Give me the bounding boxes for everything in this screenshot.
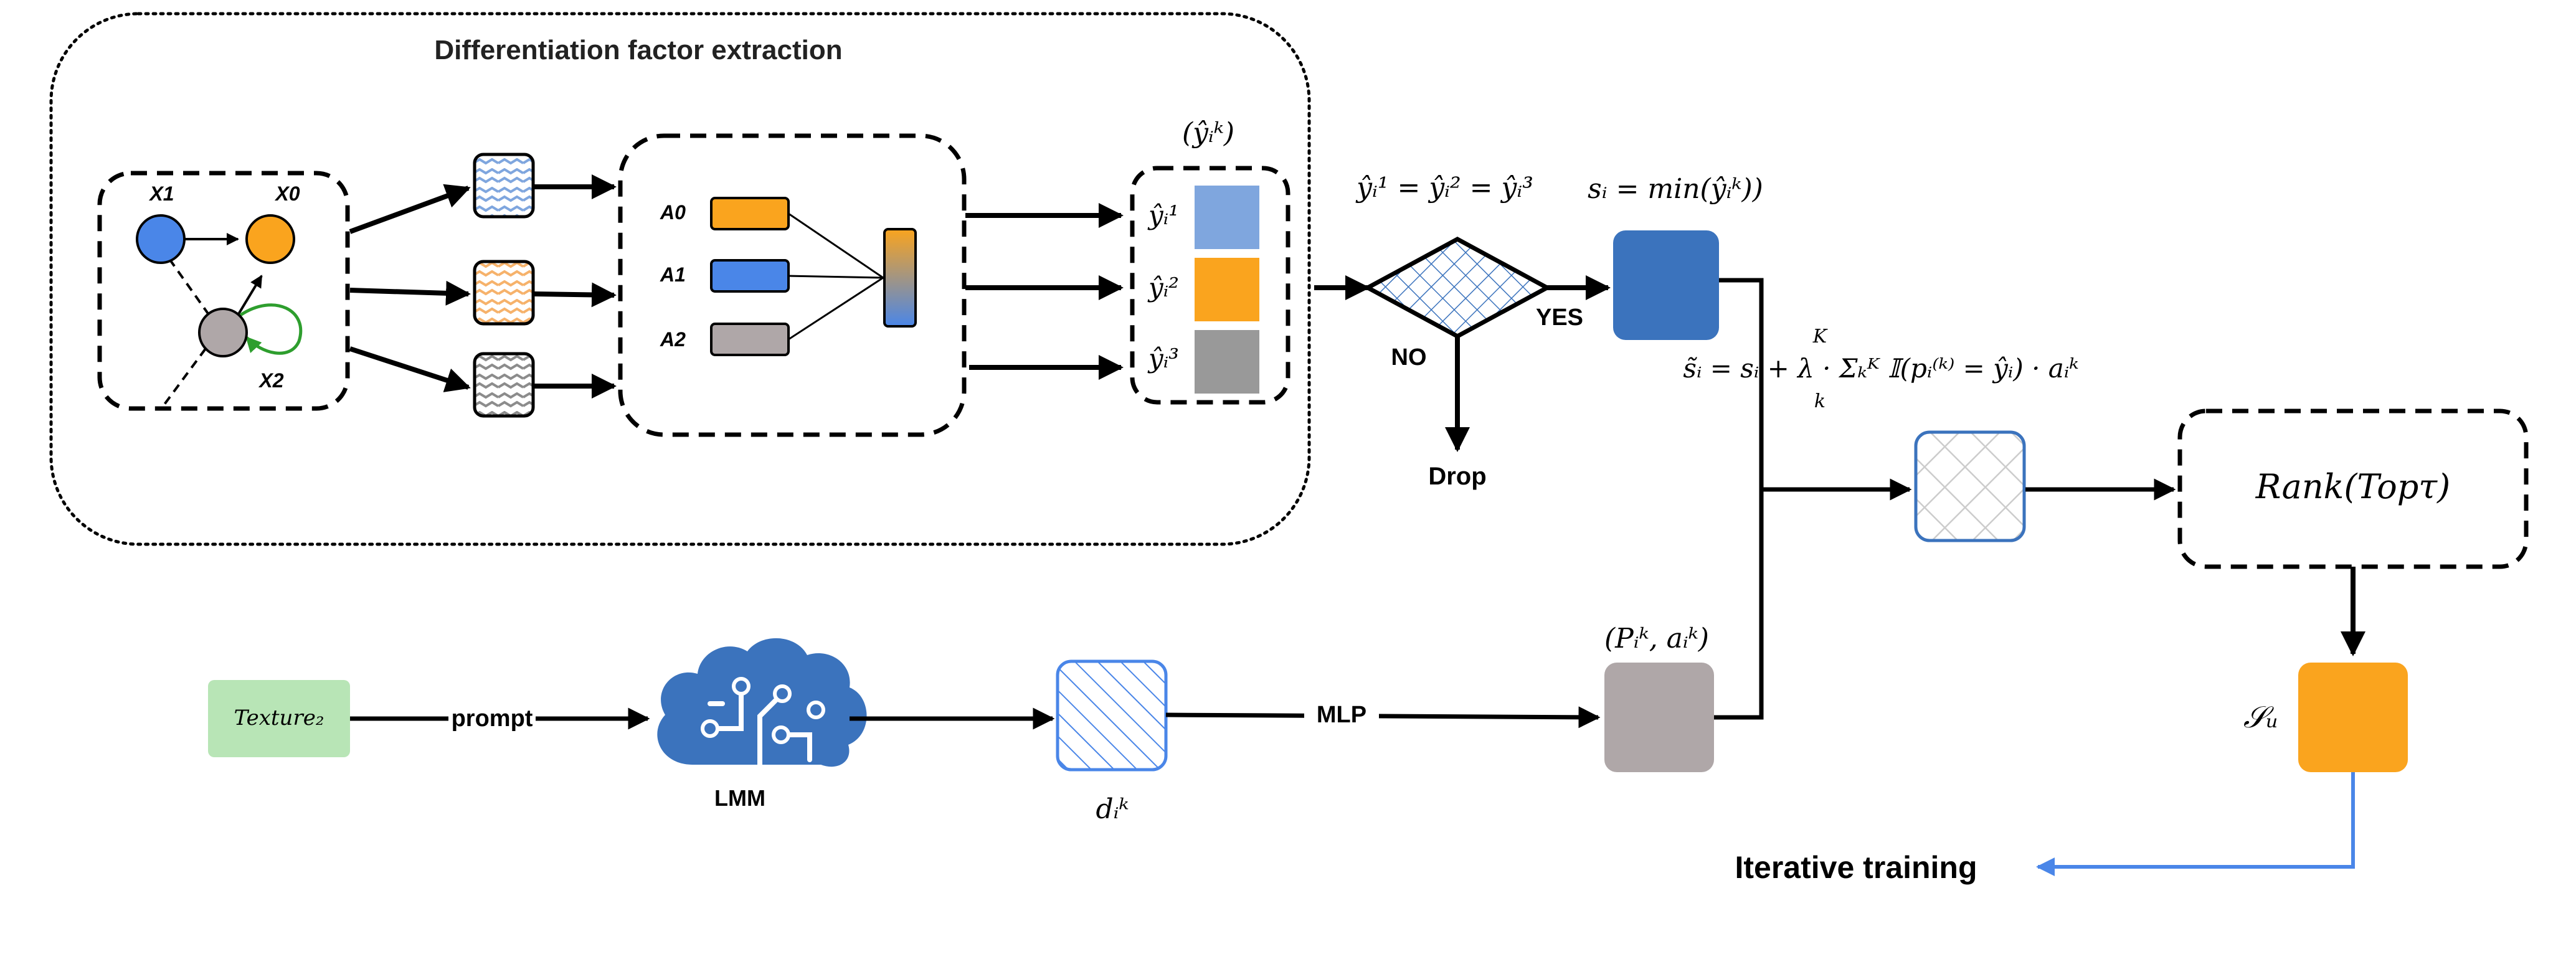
attr-label-a0: A0 [660,201,686,224]
sum-upper: K [1812,326,1828,347]
x2-x0-edge [237,275,263,316]
x2-dashed-tail [162,347,207,407]
arrow-tile2-attr [534,282,617,308]
attr-label-a1: A1 [660,263,686,286]
texture-tile-gray [473,352,535,418]
mlp-label: MLP [1317,702,1366,728]
texture-tile-orange [473,260,535,326]
lmm-cloud-icon [657,638,867,768]
score-box [1613,230,1719,340]
arrow-dk-mlp [1165,706,1601,729]
node-x1 [136,214,186,264]
arrow-su-iterative [2036,772,2355,876]
pa-label: (Pᵢᵏ, aᵢᵏ) [1604,623,1709,654]
prompt-label-bg [448,702,536,732]
attr-bar-a1 [710,259,790,293]
su-box [2298,663,2408,772]
extraction-title: Differentiation factor extraction [434,35,842,65]
causal-graph-box [97,171,350,411]
texture-input-label: Texture₂ [234,706,324,730]
arrow-graph-tile1 [349,184,471,234]
iterative-training-label: Iterative training [1735,850,1977,885]
pred-swatch-1 [1195,186,1259,249]
fuse-line-a1 [788,275,884,279]
prediction-box [1130,166,1290,405]
attr-bar-a0 [710,197,790,230]
score-label: sᵢ = min(ŷᵢᵏ)) [1588,173,1763,205]
connector-pa [1714,489,1764,720]
pred-header: (ŷᵢᵏ) [1182,117,1234,149]
texture-input-box [208,680,350,757]
texture-tile-blue [473,153,535,219]
arrow-graph-tile2 [349,280,471,306]
mlp-label-bg [1304,700,1379,730]
label-x2: X2 [258,369,283,392]
combined-score-box [1914,430,2026,542]
pred-label-1: ŷᵢ¹ [1147,200,1179,230]
fused-feature-bar [883,228,917,328]
sum-lower: k [1814,390,1825,412]
pred-label-3: ŷᵢ³ [1147,343,1179,374]
extraction-region [49,12,1311,546]
node-x0 [245,214,295,264]
decision-diamond [1363,237,1552,339]
decision-no-label: NO [1391,344,1427,371]
node-x2 [198,308,248,357]
attr-bar-a2 [710,323,790,356]
combined-formula: s̃ᵢ = sᵢ + λ · Σₖᴷ 𝕀(pᵢ⁽ᵏ⁾ = ŷᵢ) · aᵢᵏ [1683,353,2078,384]
dk-label: dᵢᵏ [1096,793,1129,825]
decision-yes-label: YES [1536,305,1583,331]
x2-self-loop [239,303,303,355]
lmm-label: LMM [714,785,765,811]
x1-x2-edge [168,258,213,320]
rank-label: Rank(Topτ) [2255,467,2451,506]
attribute-box [618,133,967,437]
decision-condition: ŷᵢ¹ = ŷᵢ² = ŷᵢ³ [1355,172,1533,204]
prompt-label: prompt [452,706,533,732]
pred-swatch-2 [1195,258,1259,321]
pred-label-2: ŷᵢ² [1147,272,1179,303]
arrow-graph-tile3 [349,346,471,392]
pred-swatch-3 [1195,330,1259,394]
attr-label-a2: A2 [660,328,686,351]
connector-score [1719,278,1764,489]
dk-feature-box [1056,659,1168,772]
pa-box [1604,663,1714,772]
label-x1: X1 [148,182,174,205]
drop-label: Drop [1428,463,1486,490]
su-label: 𝒮ᵤ [2243,700,2278,735]
rank-box [2177,409,2529,569]
fuse-line-a0 [788,212,884,279]
label-x0: X0 [274,182,300,205]
fuse-line-a2 [788,276,884,341]
